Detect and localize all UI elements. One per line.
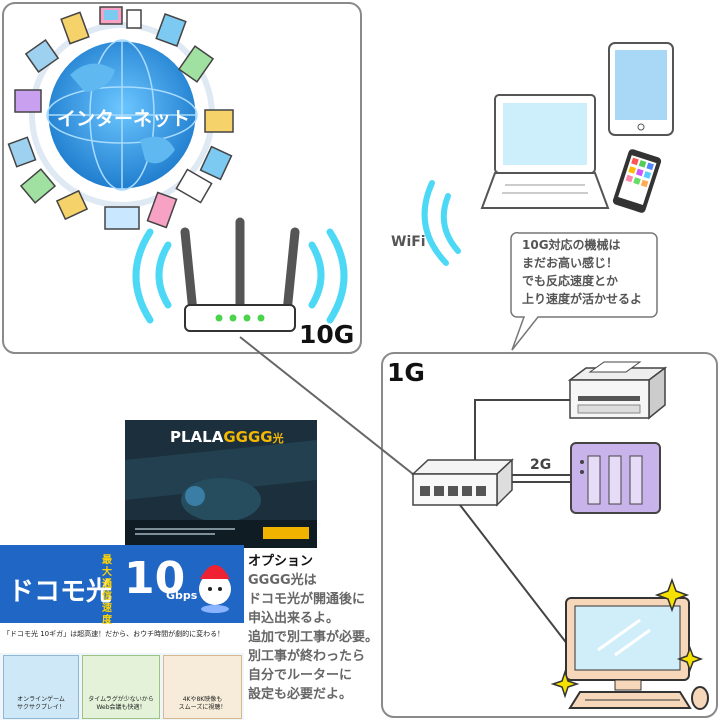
speech-line-1: 10G対応の機械は [522,238,621,252]
sparkle-icons [550,577,704,699]
laptop-icon [480,94,610,209]
panel-meeting-line1: タイムラグが少ないから [88,696,154,703]
router-speed-label: 10G [299,320,355,349]
panel-video-text: 4Kや8K映像も スムーズに視聴！ [164,696,241,712]
pc-cable [459,504,569,646]
speech-line-2: まだお高い感じ！ [522,256,619,270]
docomo-badge: 最大 通信 速度 [102,555,116,627]
panel-gaming-line2: サクサクプレイ！ [16,704,65,711]
speech-line-3: でも反応速度とか [522,274,619,288]
nas-link-label: 2G [530,457,552,473]
lan-speed-label: 1G [387,358,425,387]
panel-meeting-text: タイムラグが少ないから Web会議も快適！ [83,696,159,712]
speech-line-4: 上り速度が活かせるよ [522,292,643,306]
plala-ad-image: PLALAGGGG光 [125,420,317,548]
router-wifi-waves [132,228,348,324]
speech-bubble-text: 10G対応の機械は まだお高い感じ！ でも反応速度とか 上り速度が活かせるよ [522,236,642,308]
docomo-logo: ドコモ光 [8,577,113,607]
plala-logo: PLALAGGGG光 [170,428,284,446]
nas-icon [570,442,661,514]
docomo-tagline: 「ドコモ光 10ギガ」は超高速！だから、おウチ時間が劇的に変わる！ [3,630,225,638]
docomo-ad-image: ドコモ光 最大 通信 速度 10 Gbps 「ドコモ光 10ギガ」は超高速！だか… [0,545,244,720]
option-line-4: 追加で別工事が必要。 [248,630,379,645]
internet-label: インターネット [57,108,191,130]
panel-meeting-line2: Web会議も快適！ [96,704,146,711]
badge-line-2: 通信 [102,579,112,602]
desktop-pc-icon [565,597,709,710]
option-line-1: GGGG光は [248,573,317,588]
panel-gaming: オンラインゲーム サクサクプレイ！ [3,655,79,719]
docomo-banner: ドコモ光 最大 通信 速度 10 Gbps [0,545,244,626]
option-title: オプション [248,554,314,569]
panel-gaming-text: オンラインゲーム サクサクプレイ！ [4,696,78,712]
tablet-icon [608,42,674,136]
panel-gaming-line1: オンラインゲーム [17,696,65,703]
wifi-label: WiFi [391,234,426,250]
option-line-2: ドコモ光が開通後に [248,592,366,607]
plala-logo-accent: GGGG [223,428,273,446]
speech-bubble [510,231,658,351]
router-switch-cable [239,336,419,479]
option-line-3: 申込出来るよ。 [248,611,340,626]
device-ring-icons [7,6,234,230]
plala-logo-text: PLALA [170,428,224,446]
panel-video-line1: 4Kや8K映像も [182,696,223,703]
docomo-speed-number: 10 [124,553,186,604]
panel-video-line2: スムーズに視聴！ [178,704,227,711]
option-line-6: 自分でルーターに [248,668,353,683]
docomo-speed-unit: Gbps [166,589,198,602]
badge-line-1: 最大 [102,555,112,578]
laptop-wifi-waves [421,180,461,266]
router-icon [180,217,300,332]
option-line-7: 設定も必要だよ。 [248,687,353,702]
smartphone-icon [612,149,662,213]
plala-ad-art [125,420,317,548]
globe-icon [29,22,215,208]
plala-logo-suffix: 光 [272,432,284,445]
panel-video: 4Kや8K映像も スムーズに視聴！ [163,655,242,719]
option-line-5: 別工事が終わったら [248,649,366,664]
network-switch-icon [411,458,514,507]
panel-meeting: タイムラグが少ないから Web会議も快適！ [82,655,160,719]
printer-icon [567,361,668,420]
printer-cable [474,399,570,460]
docomo-panels: オンラインゲーム サクサクプレイ！ タイムラグが少ないから Web会議も快適！ … [0,653,244,720]
option-caption: オプション GGGG光は ドコモ光が開通後に 申込出来るよ。 追加で別工事が必要… [248,552,378,704]
mascot-icon [199,565,231,613]
badge-line-3: 速度 [102,603,112,626]
